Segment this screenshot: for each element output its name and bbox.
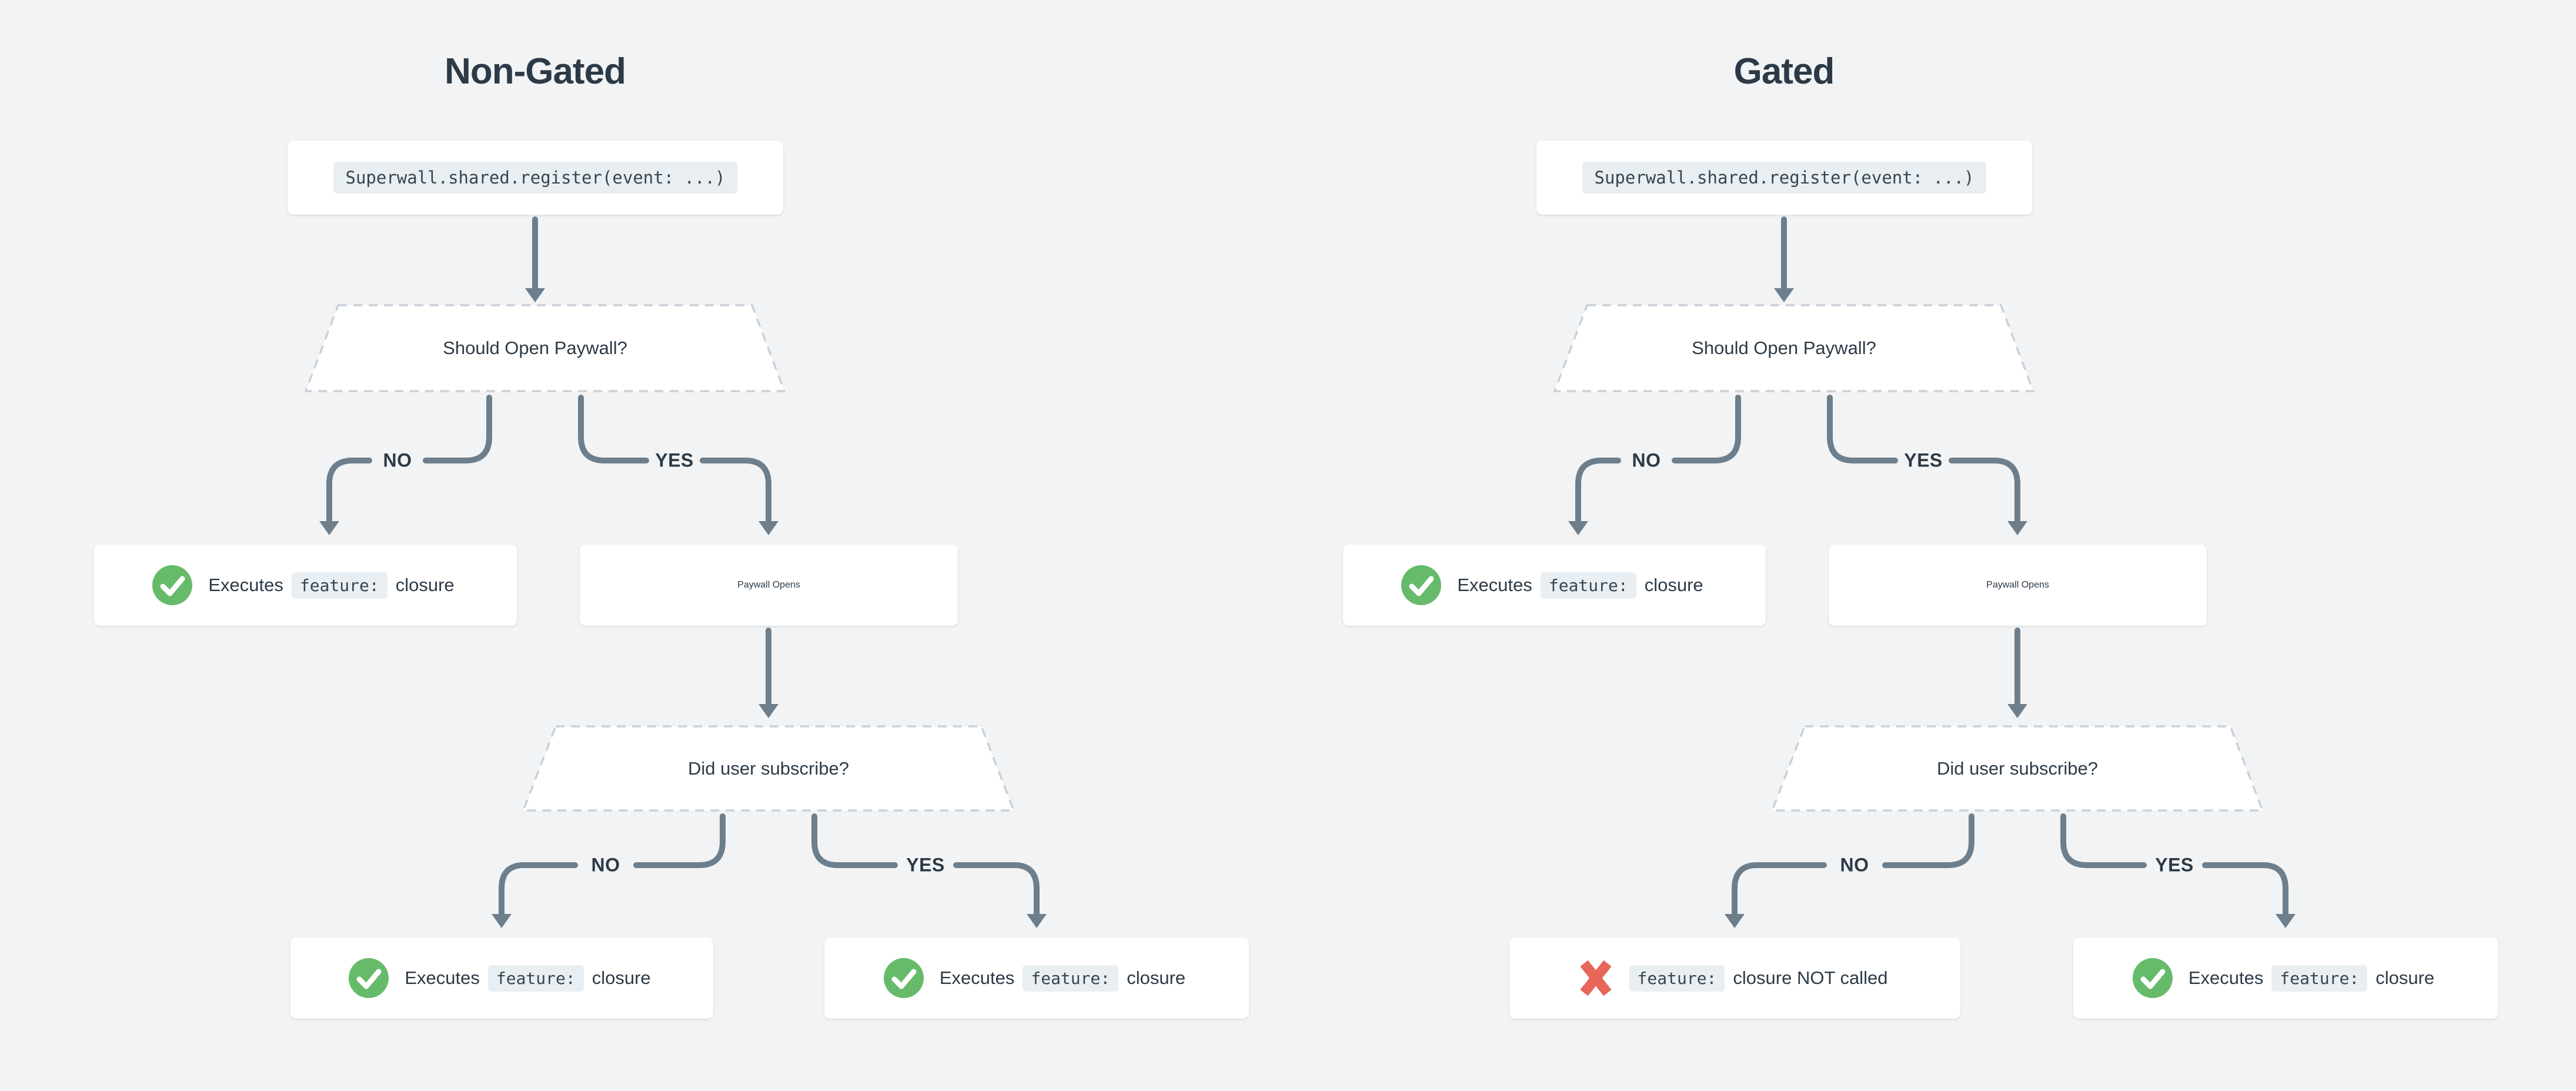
yes-branch-line xyxy=(953,862,1040,917)
branch-label-no: NO xyxy=(591,854,620,876)
result-text: Executes xyxy=(405,967,480,988)
register-code: Superwall.shared.register(event: ...) xyxy=(333,162,737,193)
feature-code-chip: feature: xyxy=(291,572,387,599)
arrowhead-icon xyxy=(2007,521,2027,535)
result-box-executes-feature: Executes feature: closure xyxy=(1343,545,1766,626)
result-text: closure xyxy=(1127,967,1186,988)
feature-code-chip: feature: xyxy=(487,965,584,992)
decision-did-user-subscribe: Did user subscribe? xyxy=(1937,758,2098,779)
result-text: closure xyxy=(2375,967,2435,988)
connector-lines xyxy=(305,216,1047,928)
result-text: closure NOT called xyxy=(1733,967,1888,988)
arrowhead-icon xyxy=(759,521,779,535)
no-branch-line xyxy=(326,458,372,524)
result-text: closure xyxy=(395,575,455,595)
result-text: Executes xyxy=(939,967,1015,988)
no-branch-line xyxy=(1882,813,1974,868)
arrowhead-icon xyxy=(1568,521,1588,535)
check-circle-icon xyxy=(349,958,389,998)
yes-branch-line xyxy=(2060,813,2147,868)
result-text: Executes xyxy=(1457,575,1532,595)
branch-label-yes: YES xyxy=(1904,449,1943,471)
arrowhead-icon xyxy=(1027,914,1047,928)
paywall-opens-label: Paywall Opens xyxy=(1986,580,2049,590)
paywall-opens-node: Paywall Opens xyxy=(580,545,958,626)
yes-branch-line xyxy=(811,813,898,868)
no-branch-line xyxy=(499,862,578,917)
arrowhead-icon xyxy=(2276,914,2296,928)
no-branch-line xyxy=(1732,862,1827,917)
register-code: Superwall.shared.register(event: ...) xyxy=(1582,162,1986,193)
decision-trapezoid-paywall xyxy=(305,304,786,392)
decision-should-open-paywall: Should Open Paywall? xyxy=(443,338,627,358)
flow-gated: Gated Superwall.shared.register(event: .… xyxy=(1249,0,2576,1091)
yes-branch-line xyxy=(1827,395,1898,463)
feature-code-chip: feature: xyxy=(1023,965,1119,992)
no-branch-line xyxy=(1672,395,1741,463)
result-box-feature-not-called: feature: closure NOT called xyxy=(1509,937,1960,1019)
arrowhead-icon xyxy=(319,521,339,535)
no-branch-line xyxy=(1575,458,1621,524)
feature-code-chip: feature: xyxy=(1629,965,1725,992)
result-box-executes-feature: Executes feature: closure xyxy=(824,937,1249,1019)
check-circle-icon xyxy=(152,565,193,605)
check-circle-icon xyxy=(883,958,924,998)
cross-icon xyxy=(1578,959,1613,997)
result-text: Executes xyxy=(208,575,283,595)
arrowhead-icon xyxy=(1774,288,1794,302)
feature-code-chip: feature: xyxy=(2271,965,2368,992)
branch-label-no: NO xyxy=(1840,854,1869,876)
decision-did-user-subscribe: Did user subscribe? xyxy=(688,758,849,779)
result-text: closure xyxy=(1644,575,1703,595)
check-circle-icon xyxy=(2132,958,2173,998)
register-event-node: Superwall.shared.register(event: ...) xyxy=(1536,141,2032,215)
feature-code-chip: feature: xyxy=(1540,572,1636,599)
result-box-executes-feature: Executes feature: closure xyxy=(290,937,713,1019)
branch-label-yes: YES xyxy=(655,449,694,471)
paywall-opens-node: Paywall Opens xyxy=(1829,545,2207,626)
decision-should-open-paywall: Should Open Paywall? xyxy=(1692,338,1876,358)
yes-branch-line xyxy=(2202,862,2288,917)
column-title: Non-Gated xyxy=(445,51,626,92)
register-event-node: Superwall.shared.register(event: ...) xyxy=(288,141,783,215)
yes-branch-line xyxy=(578,395,649,463)
branch-label-no: NO xyxy=(1632,449,1661,471)
arrowhead-icon xyxy=(2007,704,2027,718)
arrowhead-icon xyxy=(492,914,512,928)
column-title: Gated xyxy=(1733,51,1835,92)
no-branch-line xyxy=(423,395,492,463)
decision-trapezoid-subscribe xyxy=(522,725,1015,812)
arrowhead-icon xyxy=(759,704,779,718)
result-box-executes-feature: Executes feature: closure xyxy=(94,545,517,626)
yes-branch-line xyxy=(1949,458,2020,524)
result-box-executes-feature: Executes feature: closure xyxy=(2073,937,2498,1019)
arrowhead-icon xyxy=(1725,914,1745,928)
result-text: closure xyxy=(592,967,651,988)
branch-label-yes: YES xyxy=(2155,854,2194,876)
arrowhead-icon xyxy=(525,288,545,302)
connector-lines xyxy=(1553,216,2296,928)
decision-trapezoid-subscribe xyxy=(1771,725,2264,812)
yes-branch-line xyxy=(700,458,771,524)
decision-trapezoid-paywall xyxy=(1553,304,2034,392)
paywall-opens-label: Paywall Opens xyxy=(737,580,800,590)
check-circle-icon xyxy=(1401,565,1442,605)
branch-label-no: NO xyxy=(383,449,412,471)
no-branch-line xyxy=(633,813,726,868)
branch-label-yes: YES xyxy=(906,854,945,876)
result-text: Executes xyxy=(2188,967,2264,988)
flow-non-gated: Non-Gated Superwall.shared.register(even… xyxy=(94,51,1249,1019)
